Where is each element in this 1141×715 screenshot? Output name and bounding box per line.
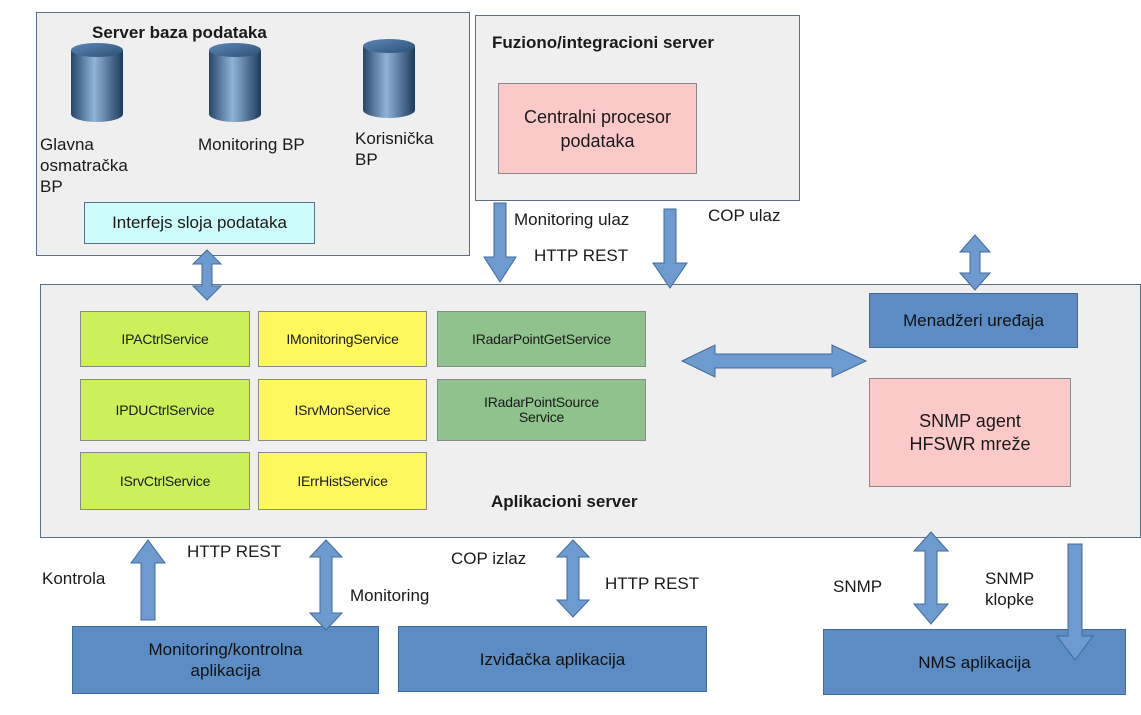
application-server-title: Aplikacioni server bbox=[491, 492, 638, 511]
snmp-agent-box: SNMP agent HFSWR mreže bbox=[869, 378, 1071, 487]
http-rest-label-1: HTTP REST bbox=[187, 542, 282, 561]
snmp-traps-label: SNMP klopke bbox=[985, 569, 1035, 609]
isrvctrl-service: ISrvCtrlService bbox=[80, 452, 250, 510]
monitoring-in-label: Monitoring ulaz bbox=[514, 210, 630, 229]
cop-out-label: COP izlaz bbox=[451, 549, 527, 568]
data-layer-interface: Interfejs sloja podataka bbox=[84, 202, 315, 244]
monitoring-in-arrow bbox=[483, 202, 517, 283]
monitoring-control-app: Monitoring/kontrolna aplikacija bbox=[72, 626, 379, 694]
monitoring-database-label: Monitoring BP bbox=[198, 135, 305, 154]
cop-out-arrow bbox=[555, 539, 591, 618]
top-http-rest-label: HTTP REST bbox=[534, 246, 629, 265]
device-managers-top-arrow bbox=[958, 234, 992, 291]
fusion-server-title: Fuziono/integracioni server bbox=[492, 33, 714, 52]
cop-in-label: COP ulaz bbox=[708, 206, 781, 225]
control-label: Kontrola bbox=[42, 569, 106, 588]
user-database-label: Korisnička BP bbox=[355, 129, 434, 169]
control-arrow bbox=[130, 539, 166, 621]
http-rest-label-2: HTTP REST bbox=[605, 574, 700, 593]
imonitoring-service: IMonitoringService bbox=[258, 311, 427, 367]
cop-in-arrow bbox=[652, 208, 688, 289]
snmp-arrow bbox=[912, 531, 950, 625]
snmp-traps-arrow bbox=[1056, 543, 1094, 661]
ipactrl-service: IPACtrlService bbox=[80, 311, 250, 367]
services-snmp-arrow bbox=[680, 344, 868, 378]
ipductrl-service: IPDUCtrlService bbox=[80, 379, 250, 441]
ierrhist-service: IErrHistService bbox=[258, 452, 427, 510]
device-managers-box: Menadžeri uređaja bbox=[869, 293, 1078, 348]
reconnaissance-app: Izviđačka aplikacija bbox=[398, 626, 707, 692]
monitoring-label: Monitoring bbox=[350, 586, 430, 605]
main-database-icon bbox=[71, 43, 123, 122]
monitoring-arrow bbox=[308, 539, 344, 631]
monitoring-database-icon bbox=[209, 43, 261, 122]
user-database-icon bbox=[363, 39, 415, 118]
central-processor-box: Centralni procesor podataka bbox=[498, 83, 697, 174]
iradarpointsource-service: IRadarPointSource Service bbox=[437, 379, 646, 441]
isrvmon-service: ISrvMonService bbox=[258, 379, 427, 441]
database-server-title: Server baza podataka bbox=[92, 23, 267, 42]
main-database-label: Glavna osmatračka BP bbox=[40, 135, 128, 196]
iradarpointget-service: IRadarPointGetService bbox=[437, 311, 646, 367]
db-app-arrow bbox=[191, 249, 223, 301]
snmp-label: SNMP bbox=[833, 577, 883, 596]
